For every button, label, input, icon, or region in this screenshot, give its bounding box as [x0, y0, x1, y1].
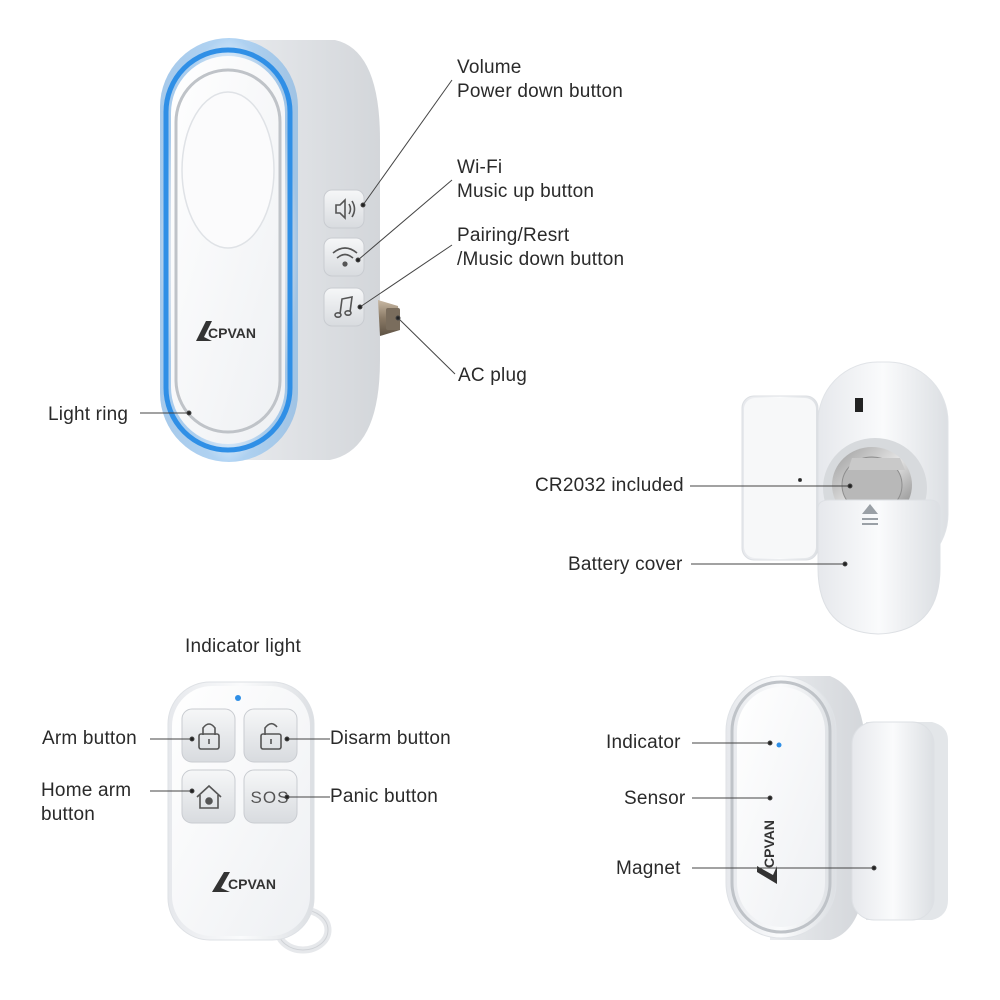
cr2032-label: CR2032 included — [535, 475, 684, 496]
door-sensor: CPVAN — [725, 675, 948, 940]
speaker-icon — [335, 198, 356, 220]
cpvan-logo-sensor: CPVAN — [757, 820, 777, 884]
magnet-label: Magnet — [616, 858, 681, 879]
cpvan-logo-remote: CPVAN — [212, 872, 276, 892]
arm-button-label: Arm button — [42, 728, 137, 749]
magnet-piece — [741, 395, 819, 561]
light-ring-label: Light ring — [48, 404, 129, 425]
power-down-label: Power down button — [457, 81, 624, 102]
home-icon — [196, 784, 222, 809]
home-arm-button[interactable] — [181, 769, 236, 824]
battery-sensor — [741, 361, 949, 635]
light-ring — [163, 47, 293, 453]
remote-leaders — [150, 736, 330, 800]
music-down-label: /Music down button — [457, 249, 625, 270]
volume-button[interactable] — [323, 189, 365, 229]
sos-label: SOS — [251, 788, 290, 807]
battery-leaders — [690, 478, 853, 567]
door-sensor-leaders — [692, 740, 877, 871]
remote-control: SOS CPVAN — [167, 681, 332, 954]
panic-button-label: Panic button — [330, 786, 439, 807]
disarm-button[interactable] — [243, 708, 298, 763]
lock-open-icon — [260, 722, 282, 750]
arm-button[interactable] — [181, 708, 236, 763]
doorbell-leaders — [140, 79, 456, 416]
pairing-button[interactable] — [323, 287, 365, 327]
indicator-label: Indicator — [606, 732, 681, 753]
svg-text:CPVAN: CPVAN — [208, 325, 256, 341]
ac-plug — [378, 300, 400, 336]
music-note-icon — [334, 295, 353, 318]
volume-label: Volume — [457, 57, 522, 78]
doorbell-receiver: CPVAN — [160, 38, 400, 462]
pairing-label: Pairing/Resrt — [457, 225, 570, 246]
doorbell-face-oval — [181, 91, 275, 249]
svg-text:CPVAN: CPVAN — [228, 876, 276, 892]
wifi-button[interactable] — [323, 237, 365, 277]
ac-plug-label: AC plug — [458, 365, 527, 386]
remote-indicator-light — [235, 695, 241, 701]
lock-closed-icon — [198, 723, 220, 750]
music-up-label: Music up button — [457, 181, 595, 202]
cpvan-logo: CPVAN — [196, 321, 256, 341]
sensor-label: Sensor — [624, 788, 686, 809]
panic-button[interactable]: SOS — [243, 769, 298, 824]
door-sensor-indicator — [776, 742, 782, 748]
battery-cover — [817, 499, 941, 635]
wifi-icon — [332, 247, 358, 267]
disarm-button-label: Disarm button — [330, 728, 451, 749]
home-arm-label-line2: button — [41, 804, 96, 825]
battery-cover-label: Battery cover — [568, 554, 683, 575]
home-arm-label: Home arm — [41, 780, 132, 801]
magnet — [851, 721, 948, 921]
svg-text:CPVAN: CPVAN — [761, 820, 777, 868]
indicator-light-label: Indicator light — [185, 636, 302, 657]
wifi-label: Wi-Fi — [457, 157, 503, 178]
